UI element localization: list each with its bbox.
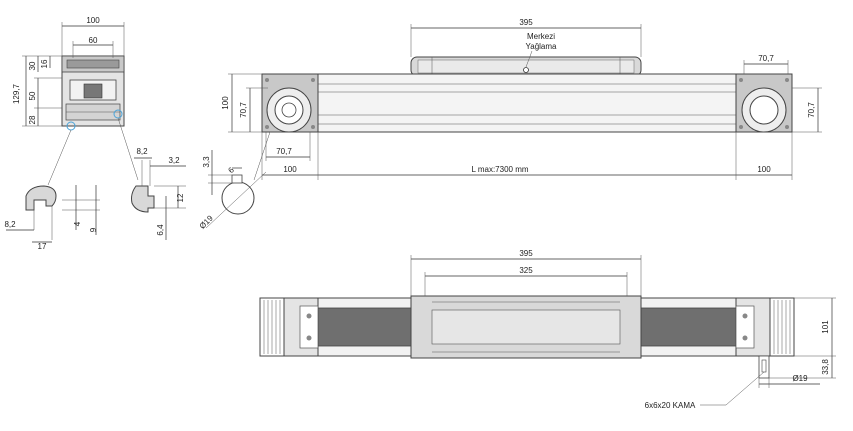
dim-8-2-left: 8,2 [4,220,16,229]
key-label: 6x6x20 KAMA [645,401,696,410]
dim-9: 9 [89,227,98,232]
dim-length-main: L max:7300 mm [471,165,528,174]
dim-width-70-7-top: 70,7 [758,54,774,63]
dim-50: 50 [28,91,37,100]
shaft-detail: 3,3 6 Ø19 [198,150,267,231]
dim-width-total: 100 [86,16,100,25]
dim-28: 28 [28,115,37,124]
dim-height-70-7-left: 70,7 [239,102,248,118]
dim-diameter-shaft: Ø19 [198,213,215,230]
dim-end-right: 100 [757,165,771,174]
detail-right: 8,2 3,2 12 6,4 [131,147,186,240]
dim-4: 4 [73,221,82,226]
section-view: 100 60 129,7 30 16 50 28 [12,16,139,186]
dim-top-inner: 325 [519,266,533,275]
dim-width-70-7-bottom: 70,7 [276,147,292,156]
dim-17: 17 [38,242,47,251]
dim-carriage-length: 395 [519,18,533,27]
dim-height-33-8: 33,8 [821,359,830,375]
dim-8-2-right: 8,2 [136,147,148,156]
lube-label-line1: Merkezi [527,32,555,41]
dim-height-70-7-right: 70,7 [807,102,816,118]
detail-left: 17 8,2 4 9 [4,185,100,251]
dim-width-inner: 60 [89,36,98,45]
dim-height-100: 100 [221,96,230,110]
dim-top-outer: 395 [519,249,533,258]
dim-3-2: 3,2 [168,156,180,165]
dim-16: 16 [40,59,49,68]
dim-6: 6 [226,165,236,175]
dim-3-3: 3,3 [202,156,211,168]
top-view: 395 325 101 33,8 Ø19 6x6x20 KAMA [259,249,836,410]
lube-label-line2: Yağlama [526,42,558,51]
dim-height-101: 101 [821,320,830,334]
dim-height-total: 129,7 [12,83,21,104]
dim-12: 12 [176,193,185,202]
front-view: 395 Merkezi Yağlama 100 70,7 70,7 70,7 7… [221,18,822,181]
lubrication-point [523,67,529,73]
dim-6-4: 6,4 [156,224,165,236]
dim-diameter-top: Ø19 [792,374,808,383]
dim-end-left: 100 [283,165,297,174]
dim-30: 30 [28,61,37,70]
